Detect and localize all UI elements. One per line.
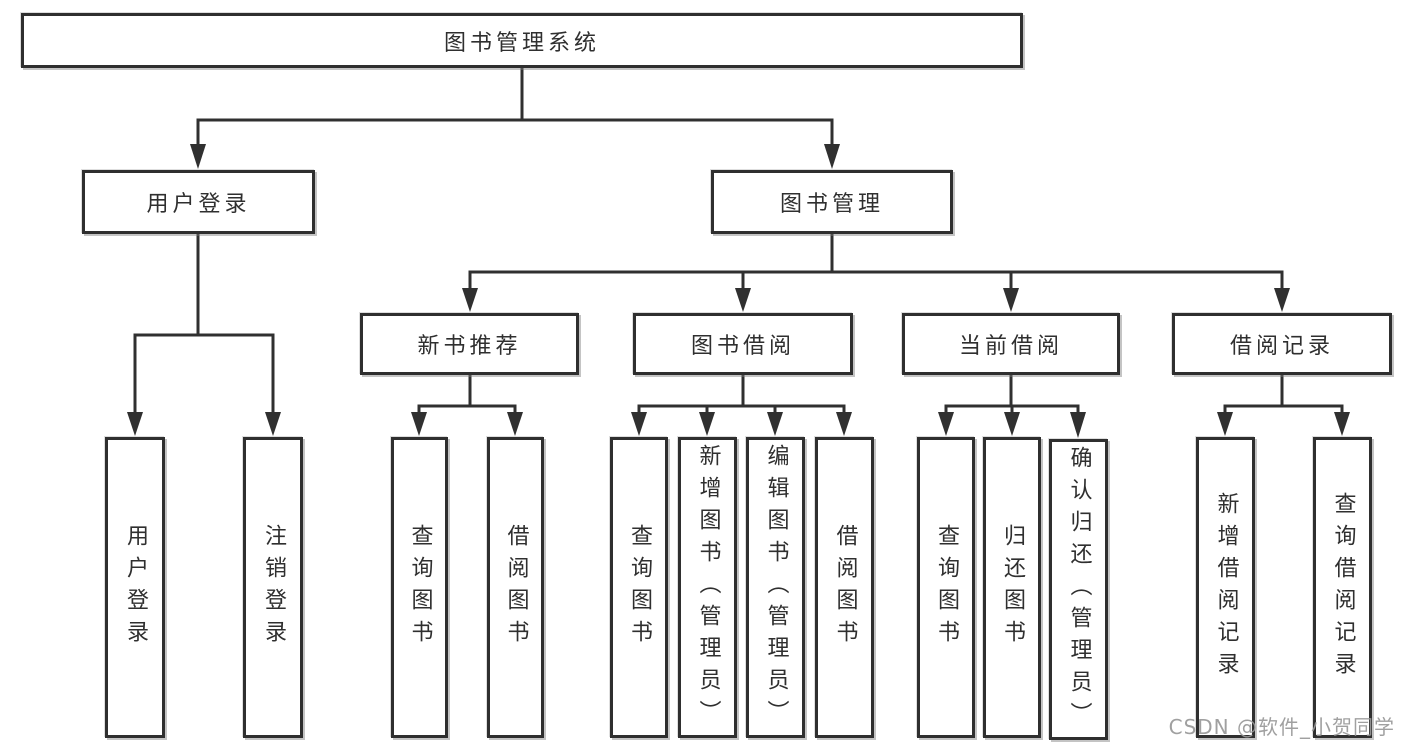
node-leaf-label: 查询借阅记录	[1330, 491, 1356, 684]
node-leaf-user-login: 用户登录	[105, 437, 165, 738]
watermark: CSDN @软件_小贺同学	[1168, 715, 1395, 739]
node-leaf-borrow-books: 借阅图书	[815, 437, 874, 738]
node-leaf-edit-books-admin: 编辑图书（管理员）	[746, 437, 805, 738]
node-leaf-label: 用户登录	[123, 523, 148, 652]
node-leaf-label: 查询图书	[934, 523, 959, 652]
node-book-management-label: 图书管理	[779, 192, 884, 217]
node-leaf-label: 归还图书	[1000, 523, 1025, 652]
connector-book-borrow-to-leaves	[631, 375, 852, 436]
node-current-borrow: 当前借阅	[902, 313, 1120, 375]
node-leaf-label: 借阅图书	[832, 523, 858, 652]
node-book-borrow: 图书借阅	[633, 313, 853, 375]
node-leaf-label: 查询图书	[407, 523, 433, 652]
node-borrow-records-label: 借阅记录	[1229, 334, 1334, 359]
node-leaf-query-books: 查询图书	[610, 437, 668, 738]
node-leaf-return-books: 归还图书	[983, 437, 1041, 738]
node-leaf-query-borrow-record: 查询借阅记录	[1313, 437, 1372, 738]
node-leaf-label: 确认归还（管理员）	[1066, 445, 1092, 734]
connector-book-management-to-level3	[462, 234, 1290, 312]
node-root-label: 图书管理系统	[443, 30, 600, 56]
connector-user-login-to-leaves	[127, 234, 281, 436]
node-book-management: 图书管理	[711, 170, 953, 234]
node-user-login-label: 用户登录	[146, 192, 251, 217]
node-user-login: 用户登录	[82, 170, 315, 234]
connector-current-borrow-to-leaves	[938, 375, 1086, 438]
node-borrow-records: 借阅记录	[1172, 313, 1392, 375]
node-leaf-label: 注销登录	[261, 523, 286, 652]
node-leaf-add-books-admin: 新增图书（管理员）	[678, 437, 737, 738]
node-leaf-confirm-return-admin: 确认归还（管理员）	[1049, 439, 1108, 740]
node-leaf-label: 新增借阅记录	[1213, 491, 1239, 684]
connector-borrow-records-to-leaves	[1217, 375, 1350, 436]
node-current-borrow-label: 当前借阅	[958, 334, 1063, 359]
node-new-book-recommend: 新书推荐	[360, 313, 579, 375]
node-leaf-borrow-books: 借阅图书	[487, 437, 544, 738]
connector-root-to-level2	[190, 68, 840, 169]
node-leaf-label: 借阅图书	[503, 523, 529, 652]
node-new-book-recommend-label: 新书推荐	[417, 334, 522, 359]
connector-new-book-recommend-to-leaves	[411, 375, 523, 436]
node-leaf-logout: 注销登录	[243, 437, 303, 738]
node-leaf-add-borrow-record: 新增借阅记录	[1196, 437, 1255, 738]
node-leaf-label: 新增图书（管理员）	[695, 443, 721, 732]
node-leaf-label: 编辑图书（管理员）	[763, 443, 789, 732]
node-root: 图书管理系统	[21, 13, 1023, 68]
node-leaf-query-books: 查询图书	[917, 437, 975, 738]
node-book-borrow-label: 图书借阅	[690, 334, 795, 359]
node-leaf-label: 查询图书	[627, 523, 652, 652]
node-leaf-query-books: 查询图书	[391, 437, 448, 738]
